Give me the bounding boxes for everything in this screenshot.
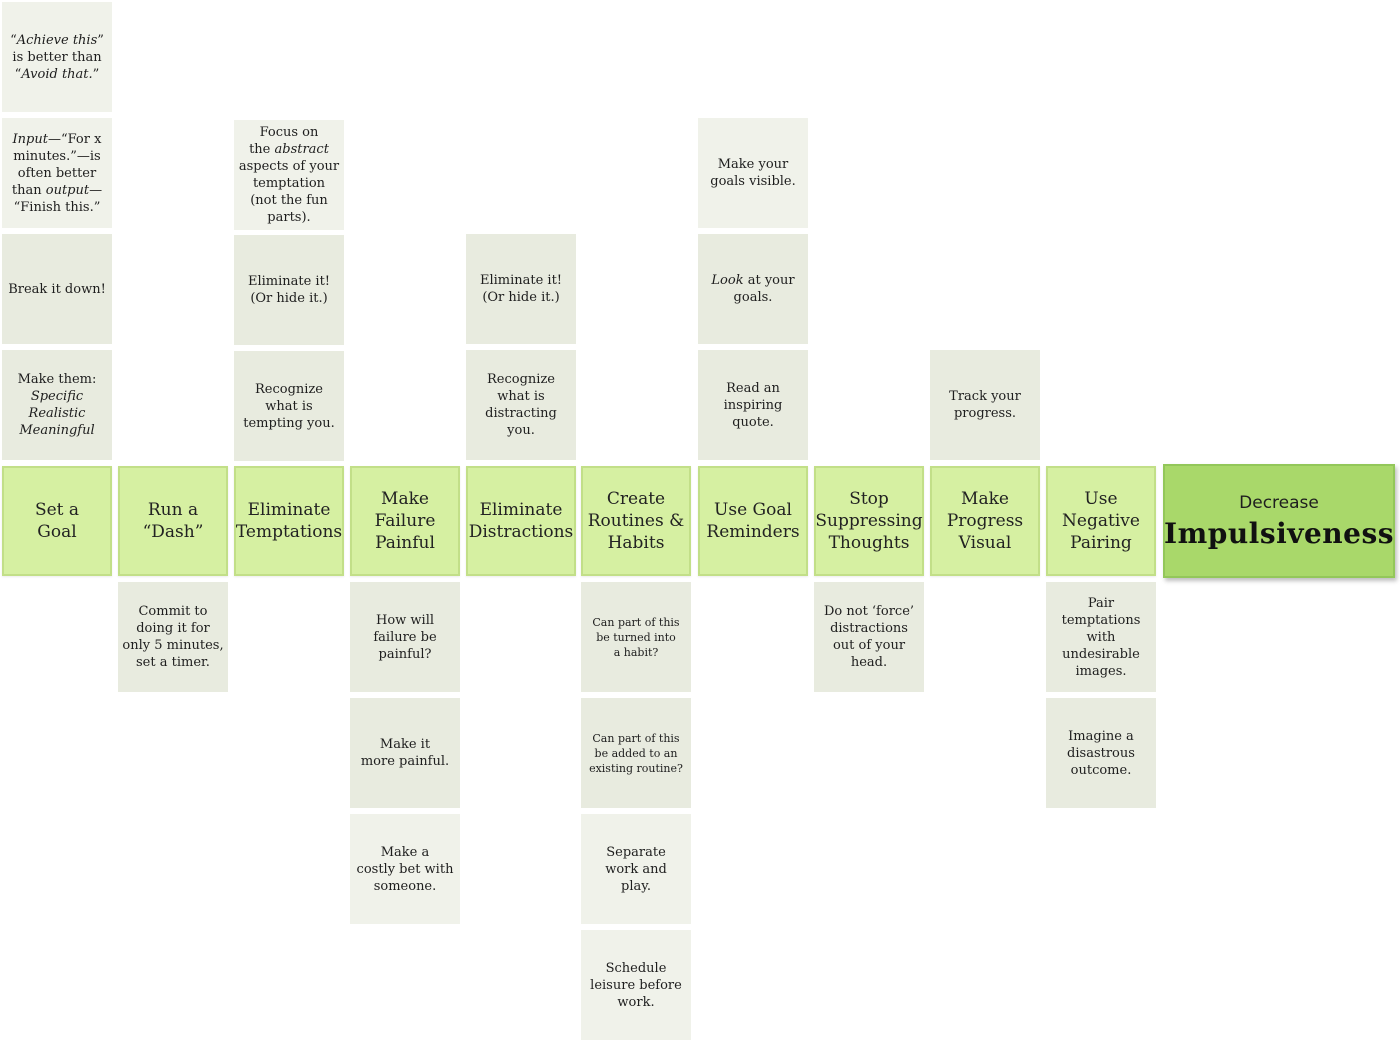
note-text-italic: output [45, 182, 90, 198]
note-text: aspects of your temptation (not the fun … [238, 159, 340, 225]
note-how-failure-painful: How will failure be painful? [350, 582, 460, 692]
strategy-use-negative-pairing: Use Negative Pairing [1046, 466, 1156, 576]
goal-decrease-impulsiveness: Decrease Impulsiveness [1163, 464, 1395, 578]
note-input-vs-output: Input—“For x minutes.”—is often better t… [2, 118, 112, 228]
note-text: Do not ‘force’ distractions out of your … [823, 604, 915, 670]
goal-title: Impulsiveness [1164, 516, 1394, 550]
goal-prefix: Decrease [1239, 492, 1319, 513]
note-text: Eliminate it! (Or hide it.) [247, 274, 331, 306]
note-add-to-routine: Can part of this be added to an existing… [581, 698, 691, 808]
strategy-title: Set a Goal [34, 500, 80, 542]
strategy-stop-suppressing-thoughts: Stop Suppressing Thoughts [814, 466, 924, 576]
note-text: Make it more painful. [360, 737, 450, 769]
note-recognize-tempting: Recognize what is tempting you. [234, 351, 344, 461]
note-text: Pair temptations with undesirable images… [1061, 595, 1141, 679]
note-eliminate-temptation: Eliminate it! (Or hide it.) [234, 235, 344, 345]
strategy-title: Make Failure Painful [374, 489, 436, 553]
note-text-italic: Input [12, 131, 48, 147]
strategy-make-progress-visual: Make Progress Visual [930, 466, 1040, 576]
note-focus-abstract: Focus on the abstract aspects of your te… [234, 120, 344, 230]
note-recognize-distracting: Recognize what is distracting you. [466, 350, 576, 460]
note-text: Make a costly bet with someone. [356, 844, 454, 894]
note-schedule-leisure: Schedule leisure before work. [581, 930, 691, 1040]
note-text: Make your goals visible. [710, 157, 796, 189]
note-text: Commit to doing it for only 5 minutes, s… [122, 604, 224, 670]
note-eliminate-distraction: Eliminate it! (Or hide it.) [466, 234, 576, 344]
note-track-progress: Track your progress. [930, 350, 1040, 460]
strategy-create-routines-habits: Create Routines & Habits [581, 466, 691, 576]
note-text: — “Finish this.” [13, 182, 103, 215]
strategy-eliminate-temptations: Eliminate Temptations [234, 466, 344, 576]
note-text: Recognize what is tempting you. [243, 381, 335, 431]
note-text: Break it down! [8, 281, 106, 297]
note-text: ” [92, 66, 100, 82]
note-pair-temptations: Pair temptations with undesirable images… [1046, 582, 1156, 692]
note-look-at-goals: Look at your goals. [698, 234, 808, 344]
note-make-more-painful: Make it more painful. [350, 698, 460, 808]
note-text: at your goals. [733, 273, 795, 305]
strategy-title: Eliminate Distractions [468, 500, 574, 542]
note-inspiring-quote: Read an inspiring quote. [698, 350, 808, 460]
note-text-italic: Realistic [28, 406, 86, 421]
strategy-title: Make Progress Visual [946, 489, 1024, 553]
note-do-not-force: Do not ‘force’ distractions out of your … [814, 582, 924, 692]
strategy-set-goal: Set a Goal [2, 466, 112, 576]
note-turn-into-habit: Can part of this be turned into a habit? [581, 582, 691, 692]
note-commit-5-minutes: Commit to doing it for only 5 minutes, s… [118, 582, 228, 692]
strategy-title: Use Goal Reminders [706, 500, 800, 542]
note-text: Eliminate it! (Or hide it.) [479, 273, 563, 305]
note-text: How will failure be painful? [373, 612, 437, 662]
note-text: Imagine a disastrous outcome. [1067, 728, 1135, 778]
note-costly-bet: Make a costly bet with someone. [350, 814, 460, 924]
note-achieve-vs-avoid: “Achieve this” is better than “Avoid tha… [2, 2, 112, 112]
strategy-use-goal-reminders: Use Goal Reminders [698, 466, 808, 576]
note-separate-work-play: Separate work and play. [581, 814, 691, 924]
note-goals-visible: Make your goals visible. [698, 118, 808, 228]
strategy-title: Use Negative Pairing [1062, 489, 1140, 553]
note-text: Separate work and play. [605, 844, 667, 894]
strategy-title: Create Routines & Habits [587, 489, 685, 553]
note-text: ” is better than “ [12, 32, 104, 82]
note-text-italic: Avoid that. [21, 66, 93, 82]
strategy-run-dash: Run a “Dash” [118, 466, 228, 576]
note-text: Recognize what is distracting you. [485, 372, 557, 438]
note-text: Schedule leisure before work. [590, 960, 682, 1010]
note-text: “ [10, 32, 17, 48]
note-text-italic: Achieve this [16, 32, 98, 48]
strategy-make-failure-painful: Make Failure Painful [350, 466, 460, 576]
note-text: —“For x minutes.”—is often better than [11, 131, 102, 198]
note-text: Can part of this be turned into a habit? [592, 615, 680, 659]
note-text-italic: Specific [30, 389, 84, 404]
note-text-italic: Look [711, 273, 744, 288]
note-imagine-disaster: Imagine a disastrous outcome. [1046, 698, 1156, 808]
note-text-italic: Meaningful [19, 423, 95, 438]
note-text: Make them: [17, 372, 97, 387]
note-break-it-down: Break it down! [2, 234, 112, 344]
strategy-title: Stop Suppressing Thoughts [815, 489, 923, 553]
note-text: Focus on the [249, 125, 319, 157]
strategy-eliminate-distractions: Eliminate Distractions [466, 466, 576, 576]
note-text: Read an inspiring quote. [723, 380, 783, 430]
strategy-title: Run a “Dash” [142, 500, 204, 542]
strategy-title: Eliminate Temptations [235, 500, 343, 542]
note-text-italic: abstract [274, 142, 329, 157]
note-text: Track your progress. [949, 389, 1021, 421]
note-text: Can part of this be added to an existing… [589, 731, 683, 775]
